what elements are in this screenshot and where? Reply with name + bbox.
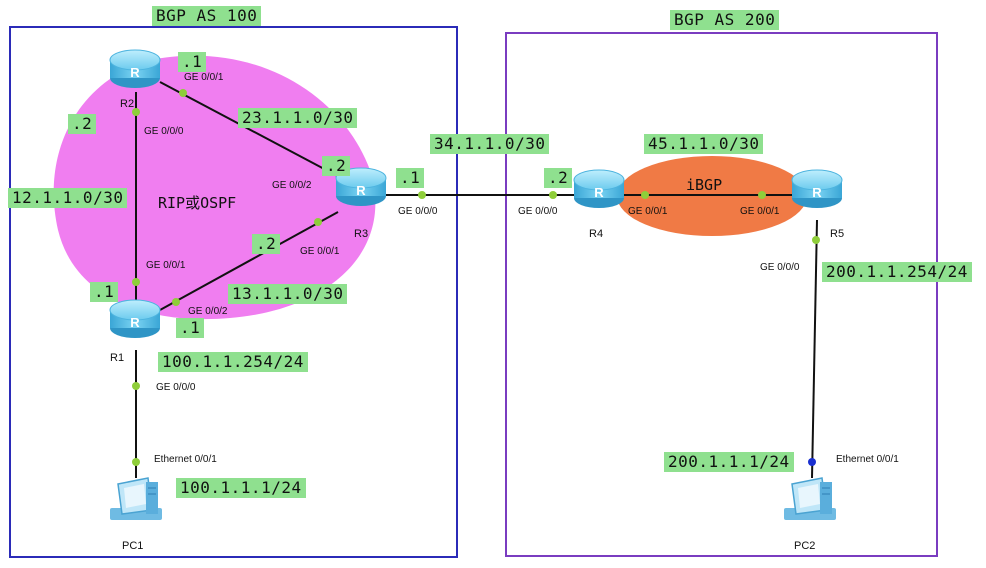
pc2-ip-label: 200.1.1.1/24	[664, 452, 794, 472]
network-label: 34.1.1.0/30	[430, 134, 550, 154]
link-r2-r3	[159, 81, 346, 181]
port-label: Ethernet 0/0/1	[154, 454, 217, 465]
port-dot	[132, 108, 140, 116]
network-label: 12.1.1.0/30	[8, 188, 128, 208]
host-octet-label: .1	[178, 52, 207, 72]
port-label: GE 0/0/1	[740, 206, 780, 217]
ibgp-area-label: iBGP	[686, 176, 723, 194]
pc-icon[interactable]	[784, 477, 836, 520]
port-dot	[549, 191, 557, 199]
host-octet-label: .2	[544, 168, 573, 188]
port-dot	[418, 191, 426, 199]
link-r5-pc2	[811, 219, 818, 479]
network-label: 13.1.1.0/30	[228, 284, 348, 304]
device-name-r3: R3	[354, 228, 369, 240]
host-octet-label: .1	[176, 318, 205, 338]
port-label: GE 0/0/1	[146, 260, 186, 271]
port-label: GE 0/0/0	[398, 206, 438, 217]
port-label: GE 0/0/2	[188, 306, 228, 317]
device-name-pc2: PC2	[794, 540, 816, 552]
gateway-label-lan1: 100.1.1.254/24	[158, 352, 308, 372]
router-icon[interactable]: R	[109, 49, 161, 88]
port-dot	[132, 278, 140, 286]
svg-text:R: R	[812, 185, 822, 200]
host-octet-label: .1	[90, 282, 119, 302]
svg-text:R: R	[130, 65, 140, 80]
device-name-r4: R4	[589, 228, 604, 240]
router-icon[interactable]: R	[791, 169, 843, 208]
port-dots	[132, 89, 820, 466]
as100-label: BGP AS 100	[152, 6, 262, 26]
svg-text:R: R	[130, 315, 140, 330]
device-name-r1: R1	[110, 352, 125, 364]
svg-text:R: R	[594, 185, 604, 200]
port-dot	[812, 236, 820, 244]
links	[135, 81, 818, 479]
port-dot	[758, 191, 766, 199]
port-label: GE 0/0/2	[272, 180, 312, 191]
port-label: GE 0/0/0	[518, 206, 558, 217]
port-label: Ethernet 0/0/1	[836, 454, 899, 465]
host-octet-label: .2	[252, 234, 281, 254]
router-icon[interactable]: R	[573, 169, 625, 208]
igp-area-label: RIP或OSPF	[158, 194, 237, 212]
port-dot	[179, 89, 187, 97]
host-octet-label: .1	[396, 168, 425, 188]
port-label: GE 0/0/1	[300, 246, 340, 257]
port-dot-pc2	[808, 458, 816, 466]
port-dot	[132, 382, 140, 390]
port-dot	[132, 458, 140, 466]
host-octet-label: .2	[322, 156, 351, 176]
port-dot	[314, 218, 322, 226]
router-icon[interactable]: R	[109, 299, 161, 338]
as100-box	[9, 26, 458, 558]
port-dot	[172, 298, 180, 306]
pc-icon[interactable]	[110, 477, 162, 520]
network-label: 23.1.1.0/30	[238, 108, 358, 128]
network-label: 45.1.1.0/30	[644, 134, 764, 154]
link-r1-r3	[159, 211, 339, 311]
gateway-label-lan2: 200.1.1.254/24	[822, 262, 972, 282]
port-label: GE 0/0/0	[144, 126, 184, 137]
device-name-pc1: PC1	[122, 540, 144, 552]
as200-box	[505, 32, 938, 557]
as200-label: BGP AS 200	[670, 10, 780, 30]
port-dot	[641, 191, 649, 199]
host-octet-label: .2	[68, 114, 97, 134]
port-label: GE 0/0/0	[156, 382, 196, 393]
port-label: GE 0/0/1	[628, 206, 668, 217]
device-name-r2: R2	[120, 98, 135, 110]
pc1-ip-label: 100.1.1.1/24	[176, 478, 306, 498]
svg-text:R: R	[356, 183, 366, 198]
port-label: GE 0/0/1	[184, 72, 224, 83]
port-label: GE 0/0/0	[760, 262, 800, 273]
device-name-r5: R5	[830, 228, 845, 240]
